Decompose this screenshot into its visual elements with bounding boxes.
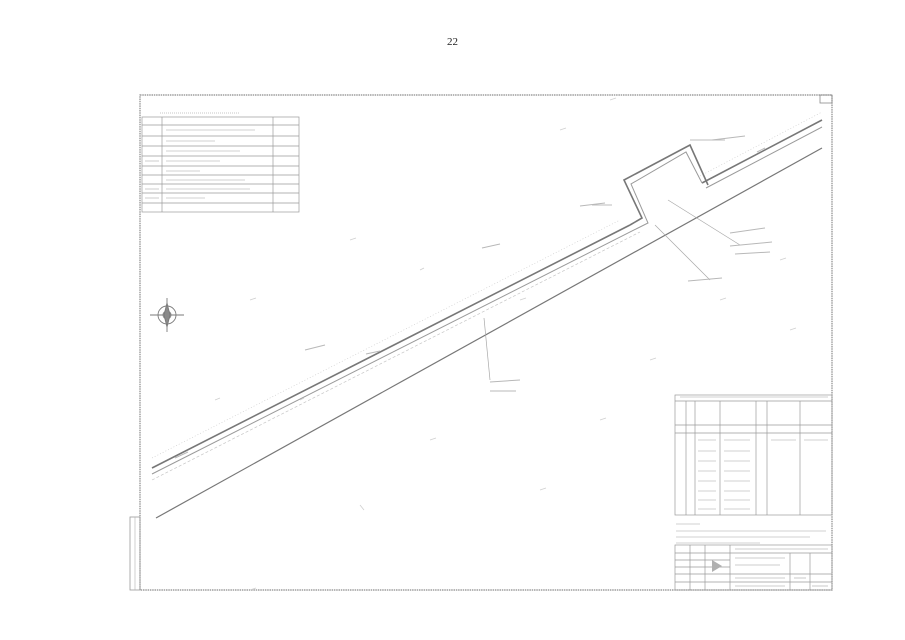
coordinate-table-text-strokes xyxy=(680,396,828,510)
callout-text-strokes xyxy=(174,135,773,459)
north-arrow-icon xyxy=(150,298,184,332)
page-number: 22 xyxy=(447,36,458,48)
route-lines xyxy=(151,111,823,519)
legend-table-text-strokes xyxy=(145,129,255,199)
coordinate-table xyxy=(674,394,833,516)
title-block-text-strokes xyxy=(735,548,828,587)
sheet-outer-frame xyxy=(139,94,833,591)
callouts xyxy=(483,139,741,381)
title-block-arrow-mark xyxy=(712,560,722,572)
notes-block xyxy=(676,523,826,544)
title-block xyxy=(674,544,833,591)
corner-sheet-box xyxy=(819,94,833,104)
survey-marks xyxy=(214,97,797,591)
legend-table xyxy=(141,112,300,213)
